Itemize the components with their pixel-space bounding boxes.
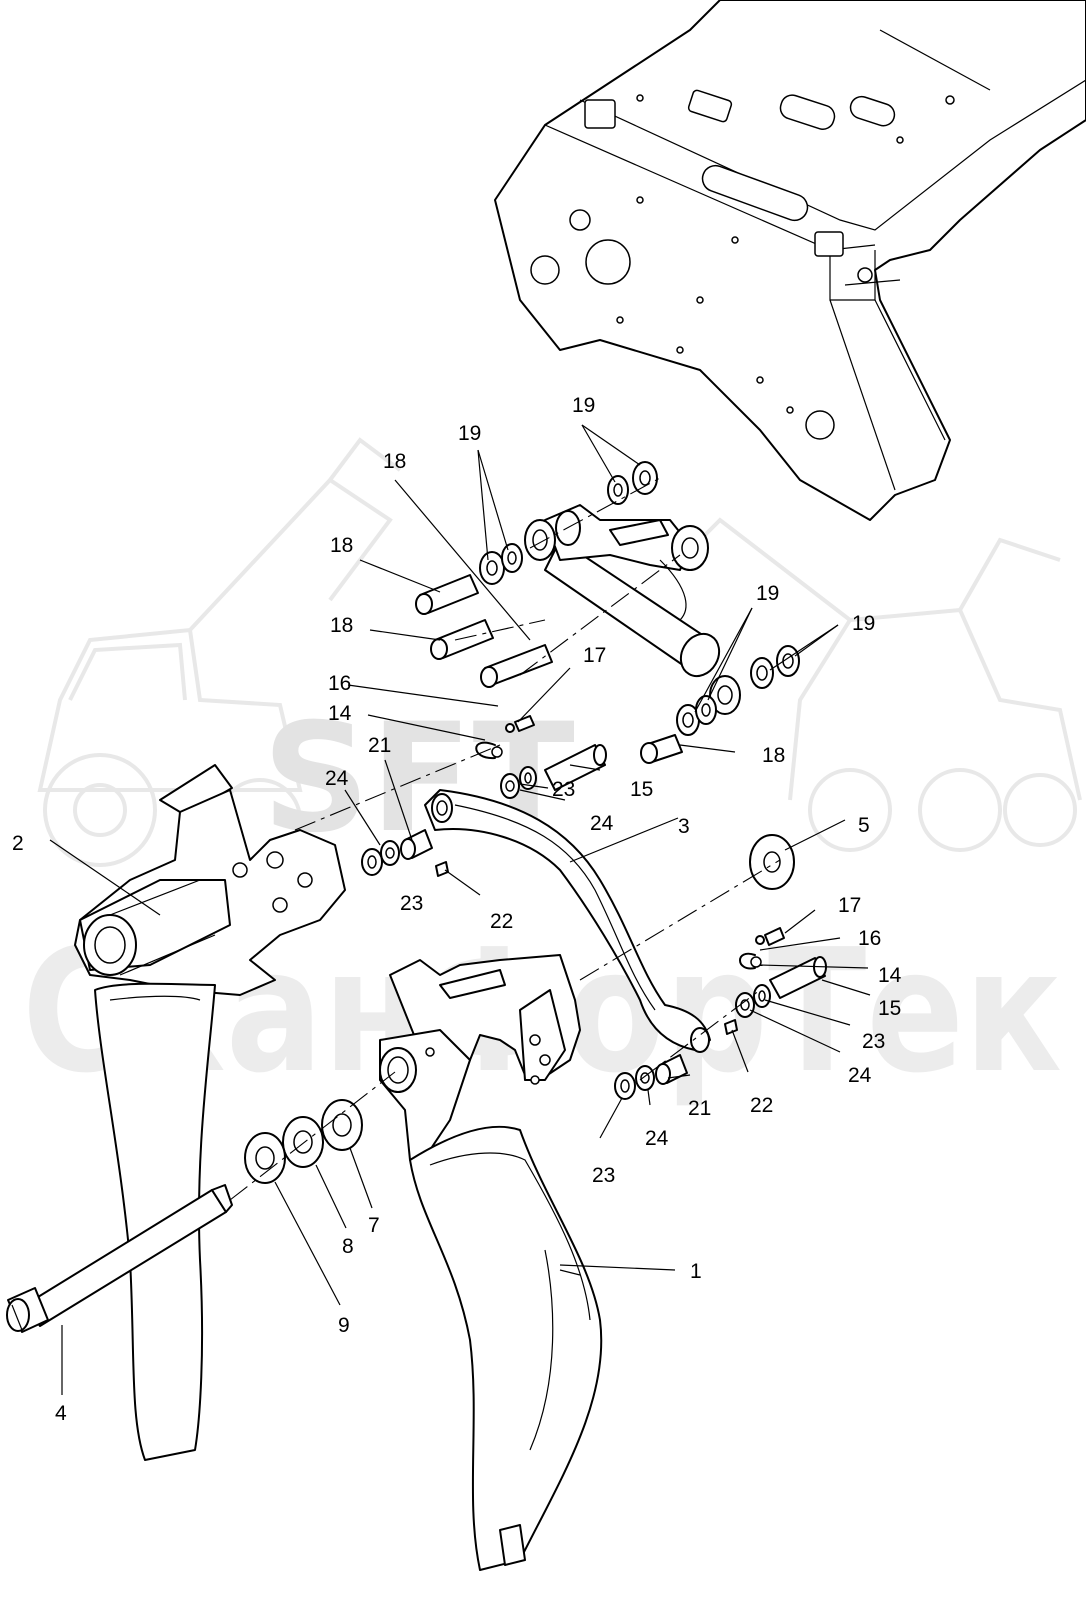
washer-7 xyxy=(321,1099,363,1151)
washers-19-upper-right xyxy=(607,461,658,505)
assembly-axis-lines xyxy=(229,477,781,1201)
washer-5 xyxy=(749,834,795,890)
retaining-clip-14-lower xyxy=(739,952,762,970)
ripper-bracket-1 xyxy=(379,954,603,1571)
callout-3: 3 xyxy=(678,815,690,838)
callout-24: 24 xyxy=(325,767,349,790)
leader-lines xyxy=(49,424,871,1395)
callout-16: 16 xyxy=(858,927,881,950)
callout-19: 19 xyxy=(852,612,875,635)
washers-23-24-left xyxy=(361,840,400,876)
mount-bracket-2 xyxy=(74,764,346,996)
machine-frame xyxy=(494,0,1086,521)
pin-18-lower xyxy=(480,644,553,688)
callout-9: 9 xyxy=(338,1314,350,1337)
bolt-4 xyxy=(6,1184,233,1333)
callout-15: 15 xyxy=(878,997,901,1020)
washers-23-24-lower-right xyxy=(735,984,771,1018)
callout-21: 21 xyxy=(368,734,391,757)
callout-17: 17 xyxy=(583,644,606,667)
callout-19: 19 xyxy=(756,582,779,605)
hydraulic-cylinder xyxy=(524,504,741,715)
watermark-tractor-left-icon xyxy=(37,437,402,867)
washers-23-24-lower-left xyxy=(614,1065,655,1100)
callout-16: 16 xyxy=(328,672,351,695)
callout-22: 22 xyxy=(750,1094,773,1117)
watermark-forwarder-right-icon xyxy=(678,517,1082,852)
callout-18: 18 xyxy=(383,450,406,473)
link-arm-3 xyxy=(424,789,711,1053)
washers-19-upper-left xyxy=(479,543,523,585)
pin-18-right xyxy=(640,734,683,764)
washers-19-lower-right xyxy=(750,645,800,689)
callout-8: 8 xyxy=(342,1235,354,1258)
pin-15-upper xyxy=(544,744,607,791)
callout-2: 2 xyxy=(12,832,24,855)
callout-7: 7 xyxy=(368,1214,380,1237)
callout-24: 24 xyxy=(848,1064,872,1087)
bolt-17-upper xyxy=(505,715,535,733)
callout-17: 17 xyxy=(838,894,861,917)
callout-19: 19 xyxy=(458,422,481,445)
washers-23-24-upper xyxy=(500,766,537,799)
callout-23: 23 xyxy=(400,892,423,915)
washer-8 xyxy=(282,1116,324,1168)
pin-18-upper xyxy=(415,574,479,615)
callout-14: 14 xyxy=(328,702,352,725)
callout-23: 23 xyxy=(592,1164,615,1187)
pin-18-middle xyxy=(430,619,494,660)
callout-23: 23 xyxy=(552,778,575,801)
callout-21: 21 xyxy=(688,1097,711,1120)
washer-9 xyxy=(244,1132,286,1184)
callout-18: 18 xyxy=(330,534,353,557)
callout-labels: 19 19 18 18 18 17 16 14 21 24 23 15 24 1… xyxy=(12,394,902,1425)
bolt-17-lower xyxy=(755,927,785,946)
callout-4: 4 xyxy=(55,1402,67,1425)
callout-19: 19 xyxy=(572,394,595,417)
bushing-21-upper xyxy=(400,829,433,860)
grease-nipple-22-lower xyxy=(724,1019,738,1035)
callout-14: 14 xyxy=(878,964,902,987)
callout-18: 18 xyxy=(330,614,353,637)
ripper-shank-left xyxy=(94,982,216,1461)
callout-24: 24 xyxy=(645,1127,669,1150)
washers-19-lower-left xyxy=(676,695,717,736)
callout-23: 23 xyxy=(862,1030,885,1053)
callout-24: 24 xyxy=(590,812,614,835)
callout-18: 18 xyxy=(762,744,785,767)
callout-22: 22 xyxy=(490,910,513,933)
callout-1: 1 xyxy=(690,1260,702,1283)
callout-5: 5 xyxy=(858,814,870,837)
callout-15: 15 xyxy=(630,778,653,801)
